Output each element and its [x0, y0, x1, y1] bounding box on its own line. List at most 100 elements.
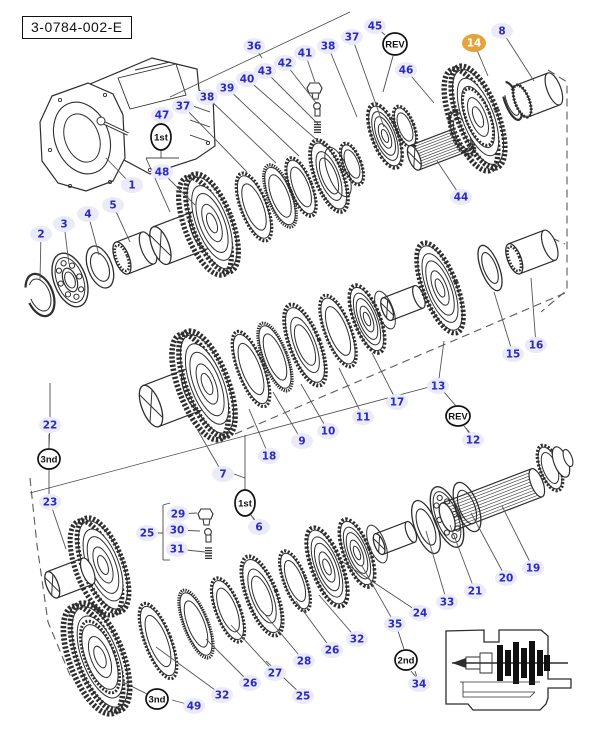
- callout-badge: [258, 448, 280, 464]
- callout-badge: [436, 594, 458, 610]
- callout-number: 31: [170, 544, 185, 556]
- callout-1: 1: [121, 177, 143, 193]
- callout-number: 8: [498, 26, 505, 38]
- callout-number: 25: [140, 528, 155, 540]
- callout-6: 6: [248, 519, 270, 535]
- callout-17: 17: [386, 394, 408, 410]
- callout-21: 21: [464, 583, 486, 599]
- callout-number: 30: [170, 525, 185, 537]
- callout-11: 11: [352, 409, 374, 425]
- leader-lines: [39, 25, 537, 707]
- callout-badge: [121, 177, 143, 193]
- callout-49: 49: [183, 698, 205, 714]
- callout-26: 26: [321, 642, 343, 658]
- bearing-set: [24, 231, 158, 318]
- callout-26: 26: [239, 675, 261, 691]
- boundary-dashed-right: [540, 69, 568, 313]
- callout-number: 43: [258, 66, 273, 78]
- callout-8: 8: [491, 23, 513, 39]
- callout-badge-highlighted: [462, 34, 486, 52]
- callout-14: 14: [462, 34, 486, 52]
- callout-number: 49: [187, 701, 202, 713]
- callout-badge: [462, 432, 484, 448]
- callout-number: 21: [468, 586, 483, 598]
- callout-37: 37: [341, 29, 363, 45]
- callout-number: 45: [368, 21, 383, 33]
- callout-number: 11: [356, 412, 371, 424]
- gear-label-text: 1st: [154, 132, 169, 143]
- callout-badge: [502, 346, 524, 362]
- callout-badge: [243, 38, 265, 54]
- callout-19: 19: [522, 560, 544, 576]
- gear-label-3nd-5: 3nd: [145, 688, 169, 710]
- callout-badge: [408, 676, 430, 692]
- callout-number: 2: [37, 229, 44, 241]
- callout-badge: [211, 687, 233, 703]
- callout-number: 19: [526, 563, 541, 575]
- callout-18: 18: [258, 448, 280, 464]
- callout-15: 15: [502, 346, 524, 362]
- callout-badge: [196, 89, 218, 105]
- callout-number: 29: [171, 509, 186, 521]
- callout-38: 38: [317, 38, 339, 54]
- gear-label-rev-1: REV: [382, 32, 408, 56]
- gearbox-housing-sketch: [39, 57, 216, 192]
- gear-label-text: 2nd: [398, 655, 415, 666]
- callout-badge: [384, 616, 406, 632]
- callout-badge: [491, 23, 513, 39]
- callout-badge: [352, 409, 374, 425]
- callout-16: 16: [525, 337, 547, 353]
- gear-label-text: REV: [448, 411, 468, 422]
- callout-number: 22: [43, 420, 58, 432]
- gear-label-1st-0: 1st: [150, 123, 172, 151]
- assembly-countershaft: [138, 229, 559, 443]
- callout-badge: [317, 423, 339, 439]
- callout-badge: [386, 394, 408, 410]
- callout-badge: [183, 698, 205, 714]
- callout-number: 1: [128, 180, 135, 192]
- callout-number: 42: [278, 58, 293, 70]
- callout-27: 27: [264, 665, 286, 681]
- callout-10: 10: [317, 423, 339, 439]
- callout-48: 48: [151, 164, 173, 180]
- callout-badge: [166, 522, 188, 538]
- callout-number: 38: [200, 92, 215, 104]
- callout-number: 39: [220, 83, 235, 95]
- callout-badge: [274, 55, 296, 71]
- callout-32: 32: [211, 687, 233, 703]
- callout-44: 44: [450, 189, 472, 205]
- callout-badge: [102, 197, 124, 213]
- callout-number: 13: [431, 381, 446, 393]
- callout-badge: [364, 18, 386, 34]
- callout-9: 9: [291, 433, 313, 449]
- callout-36: 36: [243, 38, 265, 54]
- gear-label-3nd-4: 3nd: [37, 448, 61, 470]
- callout-23: 23: [39, 494, 61, 510]
- callout-34: 34: [408, 676, 430, 692]
- callout-badge: [53, 216, 75, 232]
- callout-41: 41: [294, 45, 316, 61]
- callout-33: 33: [436, 594, 458, 610]
- callout-2: 2: [30, 226, 52, 242]
- callout-12: 12: [462, 432, 484, 448]
- callout-badge: [236, 71, 258, 87]
- callout-32: 32: [346, 631, 368, 647]
- callout-number: 7: [219, 469, 226, 481]
- callout-number: 33: [440, 597, 455, 609]
- callout-badge: [346, 631, 368, 647]
- callout-badge: [254, 63, 276, 79]
- callout-number: 24: [413, 608, 428, 620]
- callout-number: 9: [298, 436, 305, 448]
- callout-number: 34: [412, 679, 427, 691]
- callout-number: 3: [60, 219, 67, 231]
- callout-badge: [151, 164, 173, 180]
- callout-number: 35: [388, 619, 403, 631]
- callout-number: 14: [467, 38, 482, 50]
- callout-number: 5: [109, 200, 116, 212]
- callout-number: 48: [155, 167, 170, 179]
- gear-label-1st-3: 1st: [234, 489, 256, 517]
- callout-37: 37: [172, 98, 194, 114]
- callout-badge: [172, 98, 194, 114]
